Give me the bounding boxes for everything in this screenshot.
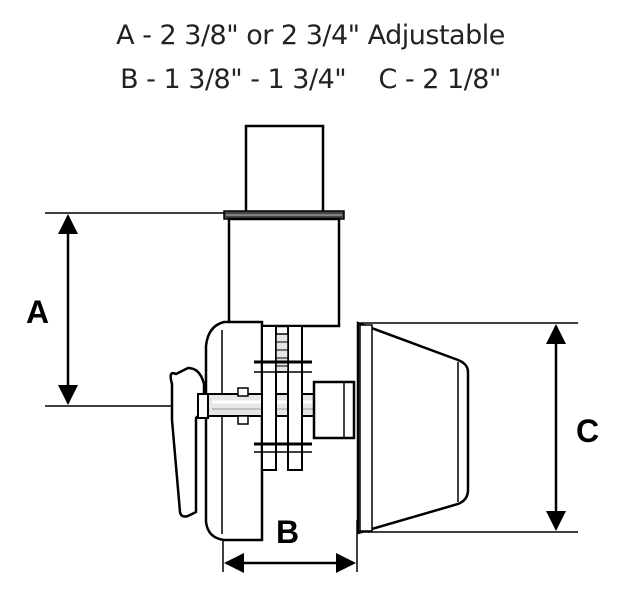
- exterior-rose: [356, 321, 470, 535]
- mounting-post-right: [287, 325, 303, 471]
- spec-line-a: A - 2 3/8" or 2 3/4" Adjustable: [116, 20, 505, 51]
- thumb-turn: [169, 366, 209, 518]
- tailpiece-block: [312, 380, 356, 440]
- dimension-a-label: A: [26, 294, 50, 330]
- pin-left: [237, 387, 249, 397]
- dimension-c: [360, 322, 578, 533]
- bolt-housing: [227, 217, 341, 328]
- dimension-a: [45, 212, 228, 407]
- spec-line-bc: B - 1 3/8" - 1 3/4" C - 2 1/8": [120, 64, 501, 95]
- interior-rose: [204, 320, 264, 542]
- dimension-c-label: C: [576, 413, 600, 449]
- dimension-b-label: B: [276, 514, 300, 550]
- bolt-tongue: [244, 124, 325, 214]
- thumb-turn-lever: [169, 366, 206, 518]
- latch-bolt: [223, 124, 345, 328]
- spec-header: A - 2 3/8" or 2 3/4" Adjustable B - 1 3/…: [0, 14, 621, 102]
- exterior-rose-outline: [356, 321, 470, 535]
- pin-right: [237, 415, 249, 425]
- interior-rose-outline: [204, 320, 264, 542]
- cylinder-tailpiece: [312, 380, 356, 440]
- thumb-turn-hub: [197, 393, 209, 419]
- mounting-post-left: [261, 325, 277, 471]
- exterior-rose-face: [359, 324, 373, 532]
